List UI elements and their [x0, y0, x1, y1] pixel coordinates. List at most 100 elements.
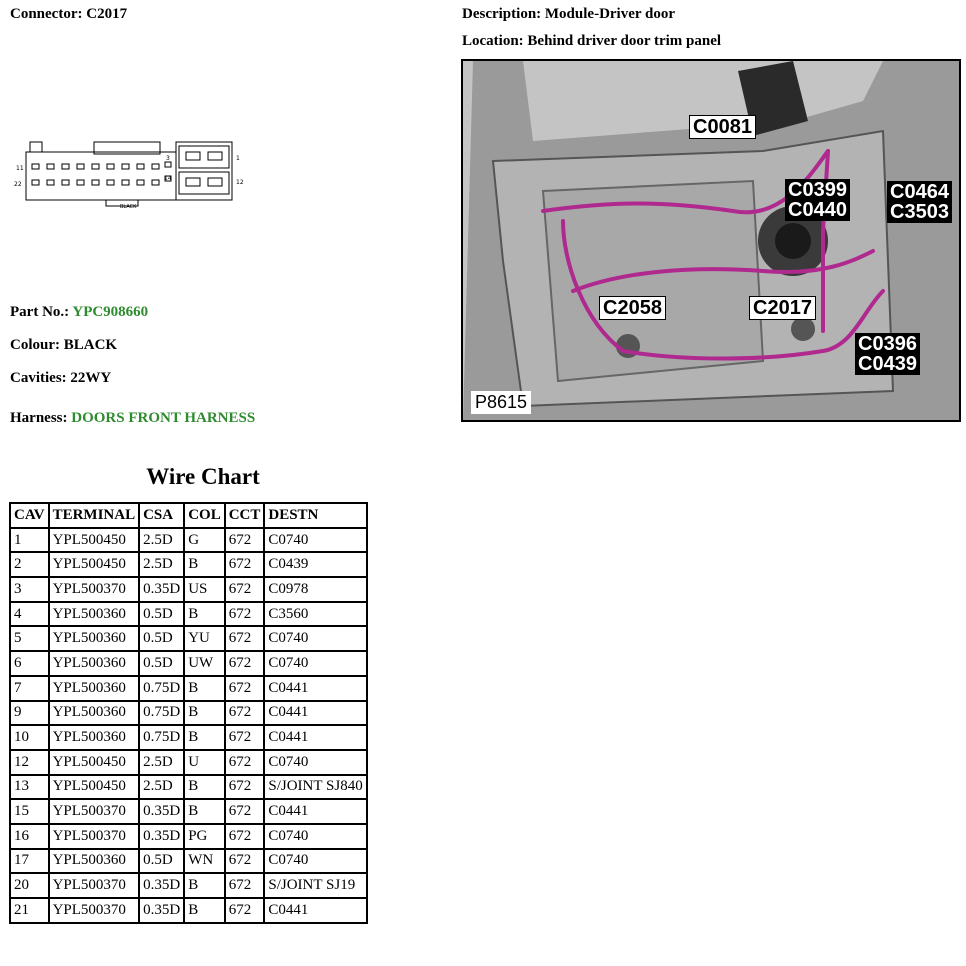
table-cell-cav: 3 [11, 578, 48, 601]
table-cell-destn: C0441 [265, 899, 366, 922]
table-cell-col: B [185, 874, 224, 897]
table-cell-cav: 12 [11, 750, 48, 774]
table-cell-destn: C0740 [265, 627, 366, 651]
table-cell-cav: 6 [11, 652, 48, 675]
table-cell-destn: S/JOINT SJ840 [265, 775, 366, 799]
column-header-col: COL [185, 504, 224, 527]
pin-cavity [76, 179, 85, 186]
table-cell-csa: 0.5D [140, 627, 184, 651]
table-cell-csa: 0.5D [140, 849, 184, 873]
table-cell-cav: 17 [11, 849, 48, 873]
column-header-cav: CAV [11, 504, 48, 527]
table-cell-csa: 0.75D [140, 726, 184, 749]
pin-cavity [61, 179, 70, 186]
table-cell-cav: 20 [11, 874, 48, 897]
connector-label: Connector: C2017 [10, 6, 128, 22]
pin-cavity [31, 163, 40, 170]
table-cell-col: PG [185, 824, 224, 848]
table-cell-destn: C3560 [265, 602, 366, 626]
table-cell-terminal: YPL500360 [49, 849, 139, 873]
table-cell-terminal: YPL500450 [49, 553, 139, 577]
table-cell-cav: 2 [11, 553, 48, 577]
wire-chart-title: Wire Chart [146, 464, 260, 489]
table-cell-csa: 2.5D [140, 553, 184, 577]
pin-cavity [136, 163, 145, 170]
harness-label: Harness: [10, 410, 68, 426]
table-cell-col: B [185, 676, 224, 700]
harness: Harness: DOORS FRONT HARNESS [10, 410, 255, 427]
table-cell-cav: 1 [11, 528, 48, 552]
table-cell-terminal: YPL500450 [49, 775, 139, 799]
column-header-destn: DESTN [265, 504, 366, 527]
table-cell-csa: 0.75D [140, 701, 184, 725]
column-header-terminal: TERMINAL [49, 504, 139, 527]
table-cell-col: B [185, 800, 224, 823]
cavities-label: Cavities: 22WY [10, 370, 112, 386]
table-cell-destn: C0441 [265, 726, 366, 749]
table-cell-cct: 672 [225, 750, 264, 774]
table-cell-csa: 2.5D [140, 750, 184, 774]
table-cell-csa: 0.35D [140, 824, 184, 848]
pin-label-3: 3 [166, 155, 170, 162]
table-cell-cct: 672 [225, 775, 264, 799]
table-cell-cav: 7 [11, 676, 48, 700]
table-cell-terminal: YPL500370 [49, 874, 139, 897]
pin-cavity [136, 179, 145, 186]
table-cell-terminal: YPL500370 [49, 824, 139, 848]
part-number-label: Part No.: [10, 304, 70, 320]
pin-label-12: 12 [236, 179, 244, 186]
photo-reference: P8615 [471, 391, 532, 414]
pin-cavity [106, 179, 115, 186]
location-label: Location: Behind driver door trim panel [462, 33, 722, 49]
table-cell-terminal: YPL500360 [49, 726, 139, 749]
part-number-value: YPC908660 [72, 304, 149, 320]
table-cell-cct: 672 [225, 676, 264, 700]
table-cell-col: US [185, 578, 224, 601]
pin-cavity [151, 179, 160, 186]
table-cell-cav: 10 [11, 726, 48, 749]
table-cell-cav: 21 [11, 899, 48, 922]
pin-label-14: 14 [164, 175, 172, 182]
table-cell-csa: 2.5D [140, 775, 184, 799]
table-cell-col: UW [185, 652, 224, 675]
table-cell-col: WN [185, 849, 224, 873]
table-cell-cct: 672 [225, 652, 264, 675]
pin-cavity [46, 163, 55, 170]
column-header-cct: CCT [225, 504, 264, 527]
callout-c2017: C2017 [749, 296, 816, 320]
pin-cavity [106, 163, 115, 170]
description-label: Description: Module-Driver door [462, 6, 676, 22]
table-cell-csa: 0.35D [140, 578, 184, 601]
colour-label: Colour: BLACK [10, 337, 118, 353]
table-cell-cct: 672 [225, 528, 264, 552]
table-cell-csa: 0.75D [140, 676, 184, 700]
callout-c2058: C2058 [599, 296, 666, 320]
table-cell-csa: 0.35D [140, 874, 184, 897]
table-cell-cct: 672 [225, 578, 264, 601]
table-cell-terminal: YPL500360 [49, 602, 139, 626]
pin-cavity [91, 163, 100, 170]
pin-cavity [121, 179, 130, 186]
table-cell-destn: C0740 [265, 652, 366, 675]
table-cell-col: B [185, 899, 224, 922]
table-cell-cav: 4 [11, 602, 48, 626]
table-cell-col: YU [185, 627, 224, 651]
table-cell-destn: C0441 [265, 676, 366, 700]
table-cell-col: B [185, 726, 224, 749]
table-cell-destn: C0439 [265, 553, 366, 577]
pin-cavity [76, 163, 85, 170]
table-cell-cav: 16 [11, 824, 48, 848]
pin-cavity [121, 163, 130, 170]
table-cell-cct: 672 [225, 726, 264, 749]
